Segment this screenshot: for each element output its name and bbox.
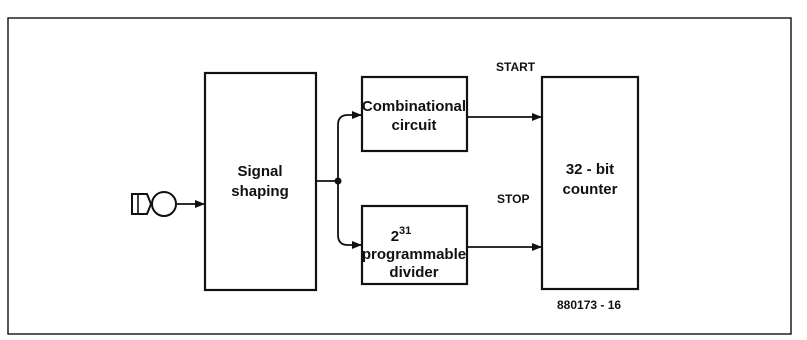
signal-shaping-label-1: Signal <box>237 163 282 180</box>
combinational-circuit-block: Combinational circuit <box>360 75 469 153</box>
input-connector-icon <box>131 191 177 217</box>
signal-shaping-label-2: shaping <box>231 183 289 200</box>
divider-label-2: programmable <box>362 246 466 263</box>
combinational-label-1: Combinational <box>362 98 466 115</box>
divider-exponent: 31 <box>399 225 411 237</box>
programmable-divider-block: 231 programmable divider <box>360 204 469 286</box>
divider-base: 2 <box>391 228 399 245</box>
figure-reference: 880173 - 16 <box>557 298 621 312</box>
signal-shaping-block: Signal shaping <box>203 71 318 292</box>
branch-wiring <box>316 111 362 249</box>
counter-label-2: counter <box>562 181 617 198</box>
start-label: START <box>496 60 536 74</box>
combinational-label-2: circuit <box>391 117 436 134</box>
counter-label-1: 32 - bit <box>566 161 614 178</box>
divider-label-3: divider <box>389 264 438 281</box>
diagram-frame <box>7 17 792 335</box>
stop-label: STOP <box>497 192 529 206</box>
counter-block: 32 - bit counter <box>540 75 640 291</box>
divider-power-label: 231 <box>391 225 412 245</box>
